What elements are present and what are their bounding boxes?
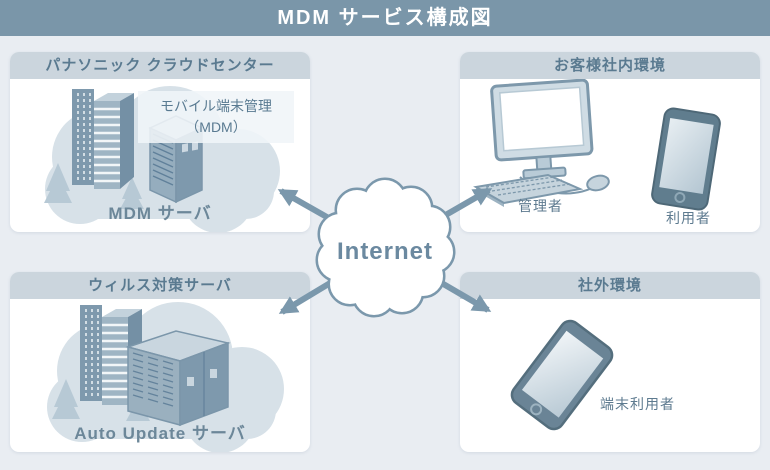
panel-external-body: 端末利用者 — [460, 299, 760, 452]
trees-icon — [44, 163, 144, 209]
connection-arrow-icons — [277, 187, 493, 315]
external-user-caption: 端末利用者 — [600, 396, 675, 412]
mdm-tag-line2: （MDM） — [185, 119, 247, 135]
customer-office-illustration — [473, 79, 721, 211]
external-illustration — [510, 319, 614, 431]
smartphone-icon — [651, 107, 721, 211]
auto-update-server-caption: Auto Update サーバ — [74, 424, 246, 443]
mdm-tag: モバイル端末管理 （MDM） — [138, 91, 294, 143]
panel-external-header: 社外環境 — [460, 272, 760, 299]
desktop-computer-icon — [473, 79, 610, 207]
server-unit-icon — [125, 330, 231, 427]
user-caption: 利用者 — [666, 210, 711, 226]
smartphone-icon — [510, 319, 614, 431]
panel-virus-server: ウィルス対策サーバ — [10, 272, 310, 452]
panel-cloud-center: パナソニック クラウドセンター — [10, 52, 310, 232]
internet-label: Internet — [337, 238, 433, 265]
page-title: MDM サービス構成図 — [0, 0, 770, 36]
office-building-icon — [72, 89, 134, 189]
panel-customer-office-header: お客様社内環境 — [460, 52, 760, 79]
panel-customer-office: お客様社内環境 — [460, 52, 760, 232]
panel-external: 社外環境 端末利用者 — [460, 272, 760, 452]
mdm-tag-line1: モバイル端末管理 — [160, 98, 272, 114]
internet-cloud-icon: Internet — [315, 177, 456, 318]
mdm-server-caption: MDM サーバ — [108, 204, 212, 223]
panel-virus-server-header: ウィルス対策サーバ — [10, 272, 310, 299]
panel-cloud-center-header: パナソニック クラウドセンター — [10, 52, 310, 79]
panel-virus-server-body: Auto Update サーバ — [10, 299, 310, 452]
panel-cloud-center-body: モバイル端末管理 （MDM） MDM サーバ — [10, 79, 310, 232]
virus-server-illustration — [47, 302, 284, 452]
admin-caption: 管理者 — [518, 198, 563, 214]
panel-customer-office-body: 管理者 利用者 — [460, 79, 760, 232]
